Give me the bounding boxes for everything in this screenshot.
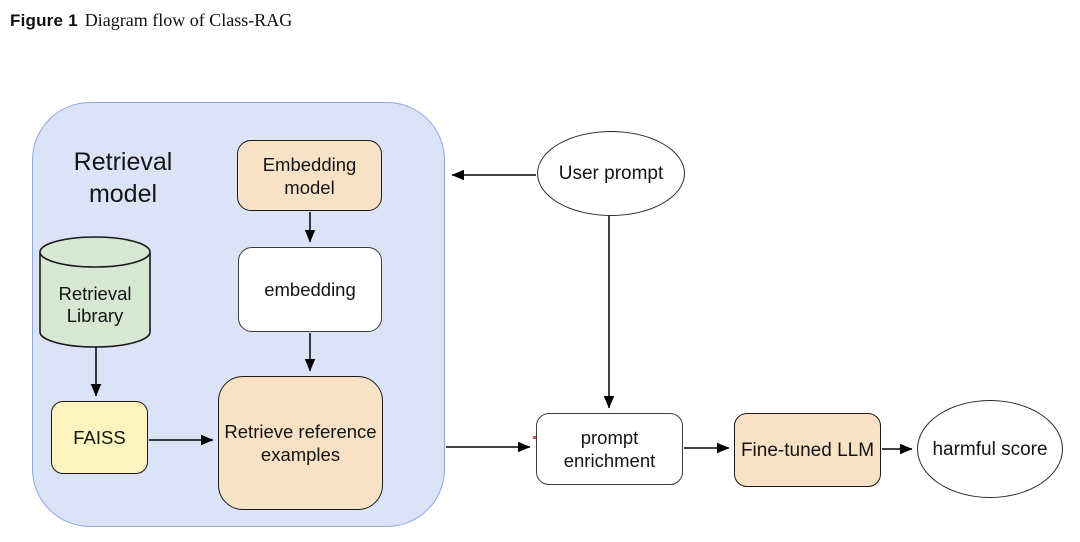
embedding-label: embedding: [264, 279, 356, 300]
faiss-node: FAISS: [51, 401, 148, 474]
embedding-model-label: Embedding model: [262, 153, 357, 198]
retrieval-model-label: Retrieval model: [73, 148, 173, 208]
figure-caption: Figure 1 Diagram flow of Class-RAG: [10, 10, 292, 31]
user-prompt-node: User prompt: [537, 131, 685, 216]
embedding-model-node: Embedding model: [237, 140, 382, 211]
prompt-enrichment-label: prompt enrichment: [563, 427, 656, 471]
figure-caption-label: Figure 1: [10, 11, 78, 30]
user-prompt-label: User prompt: [558, 163, 664, 184]
embedding-node: embedding: [238, 247, 382, 332]
harmful-score-node: harmful score: [917, 400, 1063, 498]
harmful-score-label: harmful score: [932, 438, 1048, 460]
prompt-enrichment-node: prompt enrichment: [536, 413, 683, 485]
faiss-label: FAISS: [73, 427, 126, 448]
figure-caption-text: Diagram flow of Class-RAG: [84, 10, 293, 30]
retrieve-reference-examples-label: Retrieve reference examples: [224, 421, 377, 465]
retrieve-reference-examples-node: Retrieve reference examples: [218, 376, 383, 510]
fine-tuned-llm-label: Fine-tuned LLM: [740, 439, 875, 461]
connection-point-artifact: [533, 436, 536, 439]
retrieval-library-label: Retrieval Library: [58, 283, 132, 326]
fine-tuned-llm-node: Fine-tuned LLM: [734, 413, 881, 487]
